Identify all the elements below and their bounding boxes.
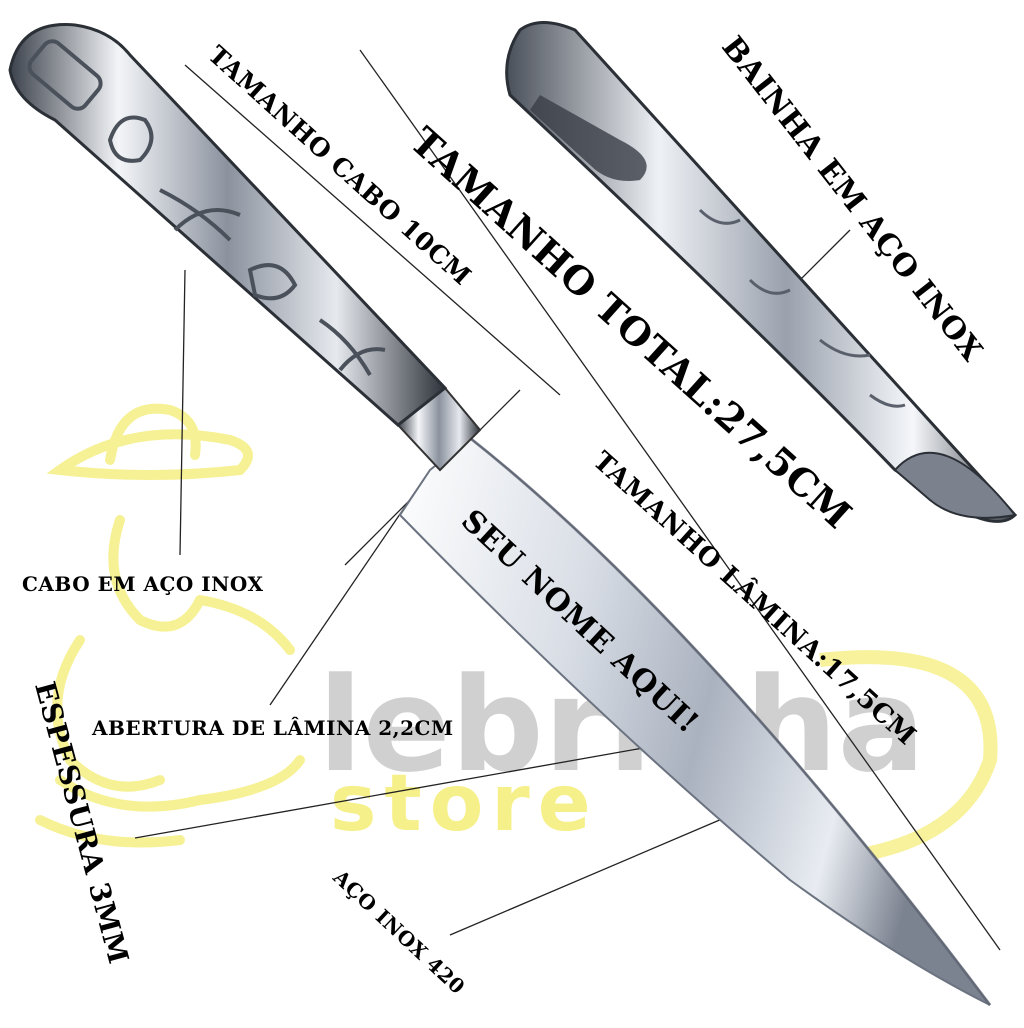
sheath-belt-clip — [530, 95, 647, 181]
handle-engravings — [27, 39, 386, 376]
watermark-swoosh — [819, 650, 998, 867]
watermark-figure — [35, 403, 305, 848]
knife-sheath — [505, 21, 1018, 523]
watermark-sub: store — [330, 759, 599, 849]
label-handle-material: CABO EM AÇO INOX — [22, 572, 264, 596]
sheath-engravings — [698, 208, 906, 408]
label-blade-width: ABERTURA DE LÂMINA 2,2CM — [92, 716, 454, 740]
sheath-tip — [893, 451, 1017, 519]
